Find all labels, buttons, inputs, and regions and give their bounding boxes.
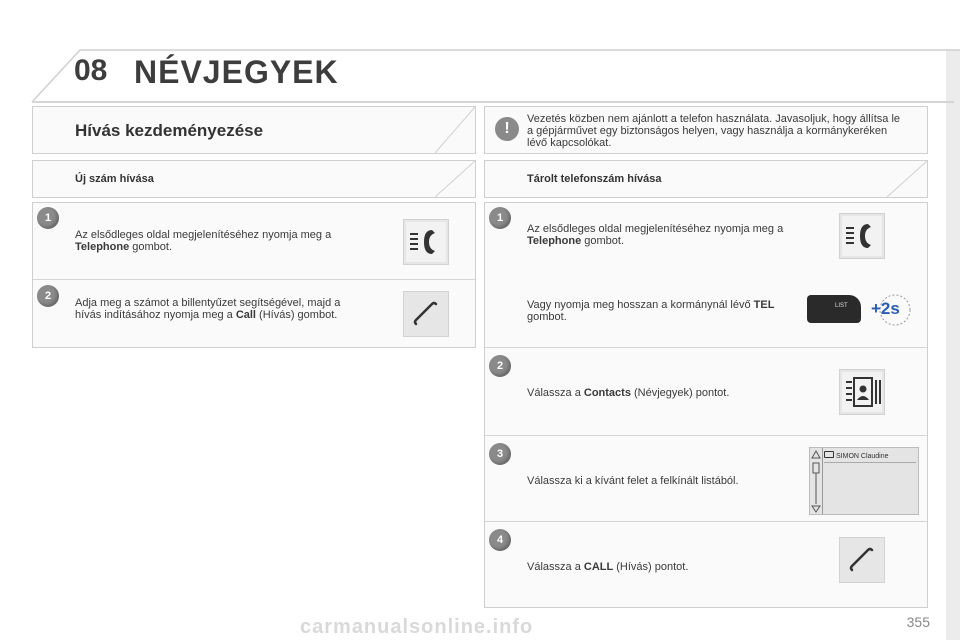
step-divider bbox=[485, 521, 927, 522]
contact-list-screen: SIMON Claudine bbox=[809, 447, 919, 515]
scrollbar bbox=[810, 448, 823, 514]
warning-text: Vezetés közben nem ajánlott a telefon ha… bbox=[527, 113, 901, 149]
contacts-icon bbox=[839, 369, 885, 415]
call-handset-icon bbox=[839, 537, 885, 583]
steering-stalk-icon: LIST bbox=[807, 295, 861, 323]
subtitle-box: Új szám hívása bbox=[32, 160, 476, 198]
contact-card-icon bbox=[824, 451, 834, 458]
warning-box: ! Vezetés közben nem ajánlott a telefon … bbox=[484, 106, 928, 154]
step-text: Válassza a Contacts (Névjegyek) pontot. bbox=[527, 387, 730, 399]
step-number: 1 bbox=[37, 207, 59, 229]
chapter-number: 08 bbox=[74, 54, 108, 87]
steps-box-right: 1 Az elsődleges oldal megjelenítéséhez n… bbox=[484, 202, 928, 608]
step-text: Az elsődleges oldal megjelenítéséhez nyo… bbox=[527, 223, 784, 247]
corner-decoration bbox=[435, 107, 475, 153]
step-number: 2 bbox=[489, 355, 511, 377]
section-title-box: Hívás kezdeményezése bbox=[32, 106, 476, 154]
step-text: Adja meg a számot a billentyűzet segítsé… bbox=[75, 297, 341, 321]
step-divider bbox=[33, 279, 475, 280]
chapter-title: NÉVJEGYEK bbox=[134, 54, 339, 90]
step-alt-text: Vagy nyomja meg hosszan a kormánynál lév… bbox=[527, 299, 775, 323]
step-text: Válassza ki a kívánt felet a felkínált l… bbox=[527, 475, 739, 487]
subtitle: Új szám hívása bbox=[75, 173, 154, 185]
page-edge-strip bbox=[946, 50, 960, 640]
step-divider bbox=[485, 347, 927, 348]
step-number: 3 bbox=[489, 443, 511, 465]
subtitle: Tárolt telefonszám hívása bbox=[527, 173, 662, 185]
step-number: 2 bbox=[37, 285, 59, 307]
contact-entry: SIMON Claudine bbox=[824, 451, 914, 463]
steps-box-left: 1 Az elsődleges oldal megjelenítéséhez n… bbox=[32, 202, 476, 348]
section-title: Hívás kezdeményezése bbox=[75, 121, 264, 140]
step-text: Az elsődleges oldal megjelenítéséhez nyo… bbox=[75, 229, 332, 253]
step-text: Válassza a CALL (Hívás) pontot. bbox=[527, 561, 689, 573]
watermark: carmanualsonline.info bbox=[300, 616, 534, 638]
corner-decoration bbox=[435, 161, 475, 197]
corner-decoration bbox=[887, 161, 927, 197]
step-divider bbox=[485, 435, 927, 436]
telephone-button-icon bbox=[403, 219, 449, 265]
hold-duration-icon: +2s bbox=[871, 293, 913, 327]
warning-icon: ! bbox=[495, 117, 519, 141]
entry-divider bbox=[824, 462, 916, 463]
call-handset-icon bbox=[403, 291, 449, 337]
header-frame bbox=[31, 49, 960, 103]
subtitle-box: Tárolt telefonszám hívása bbox=[484, 160, 928, 198]
page-number: 355 bbox=[906, 614, 930, 630]
step-number: 1 bbox=[489, 207, 511, 229]
step-number: 4 bbox=[489, 529, 511, 551]
telephone-button-icon bbox=[839, 213, 885, 259]
